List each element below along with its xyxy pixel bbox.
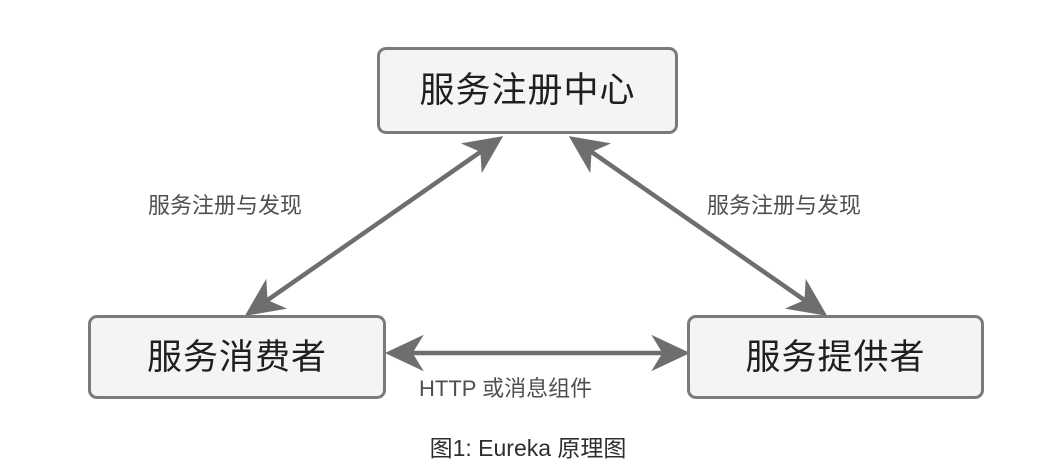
- node-service-provider[interactable]: 服务提供者: [687, 315, 984, 399]
- node-service-consumer[interactable]: 服务消费者: [88, 315, 386, 399]
- node-service-registry[interactable]: 服务注册中心: [377, 47, 678, 134]
- edge-label-consumer-provider: HTTP 或消息组件: [419, 376, 593, 401]
- edge-consumer-registry: [244, 136, 504, 316]
- edge-provider-registry: [568, 136, 828, 316]
- figure-caption: 图1: Eureka 原理图: [429, 435, 627, 461]
- edge-label-provider-registry: 服务注册与发现: [707, 193, 862, 218]
- node-service-provider-label: 服务提供者: [745, 337, 926, 377]
- node-service-consumer-label: 服务消费者: [146, 337, 327, 377]
- node-service-registry-label: 服务注册中心: [419, 71, 636, 110]
- edge-label-consumer-registry: 服务注册与发现: [148, 193, 303, 218]
